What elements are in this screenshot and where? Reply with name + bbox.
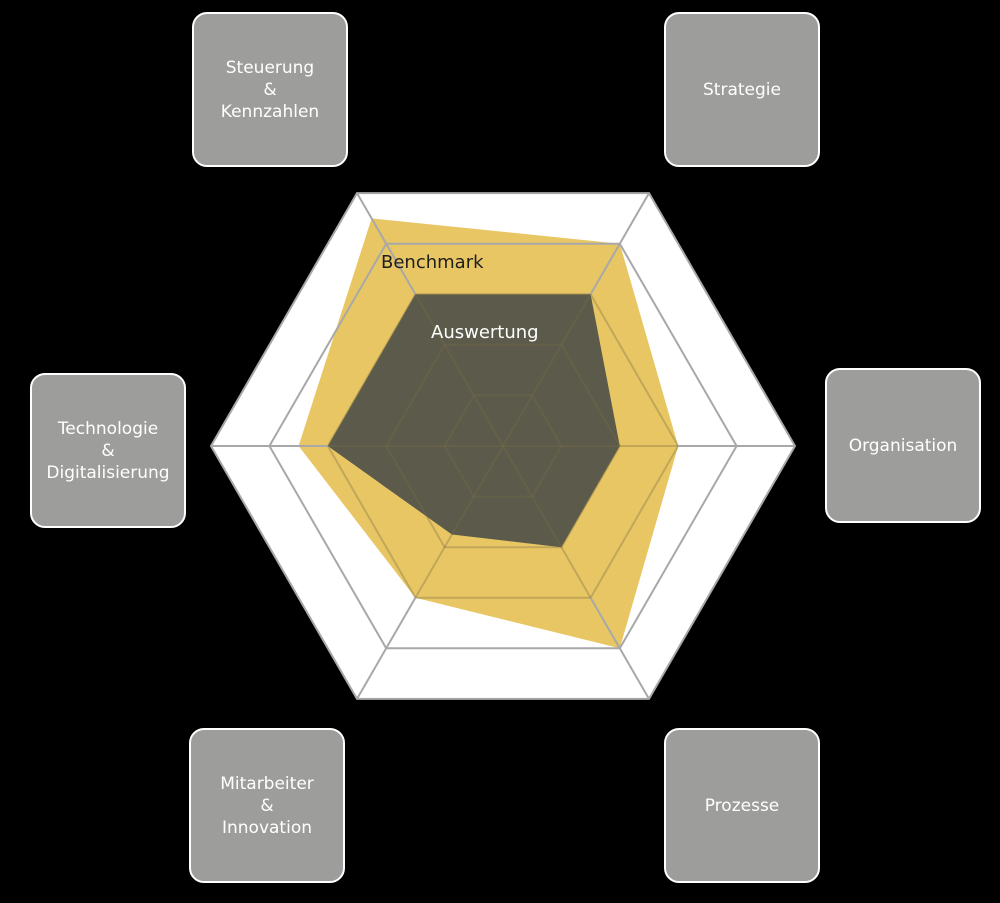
radar-spoke xyxy=(356,597,417,700)
axis-label-text: & xyxy=(263,79,277,100)
series-area-auswertung xyxy=(327,294,620,548)
axis-label-strategie[interactable]: Strategie xyxy=(664,12,820,167)
axis-label-text: Prozesse xyxy=(704,795,780,816)
benchmark-series-label: Benchmark xyxy=(381,252,484,273)
axis-label-prozesse[interactable]: Prozesse xyxy=(664,728,820,883)
radar-spoke xyxy=(589,192,650,295)
axis-label-text: Digitalisierung xyxy=(46,462,170,483)
radar-grid-lines xyxy=(209,192,797,700)
radar-ring xyxy=(385,343,621,549)
radar-spoke xyxy=(356,192,417,295)
axis-label-text: & xyxy=(260,795,274,816)
axis-label-organisation[interactable]: Organisation xyxy=(825,368,981,523)
axis-label-text: Mitarbeiter xyxy=(220,773,314,794)
axis-label-text: Kennzahlen xyxy=(220,101,320,122)
axis-label-text: & xyxy=(101,440,115,461)
axis-label-text: Strategie xyxy=(703,79,781,100)
axis-label-technologie-digitalisierung[interactable]: Technologie&Digitalisierung xyxy=(30,373,186,528)
axis-label-steuerung-kennzahlen[interactable]: Steuerung&Kennzahlen xyxy=(192,12,348,167)
radar-spoke xyxy=(414,445,504,599)
auswertung-series-label: Auswertung xyxy=(431,322,539,343)
axis-label-mitarbeiter-innovation[interactable]: Mitarbeiter&Innovation xyxy=(189,728,345,883)
axis-label-text: Technologie xyxy=(57,418,159,439)
radar-spoke xyxy=(414,293,504,447)
axis-label-text: Steuerung xyxy=(225,57,315,78)
radar-series xyxy=(298,218,679,649)
axis-label-text: Innovation xyxy=(221,817,312,838)
radar-ring xyxy=(443,394,563,498)
axis-label-text: Organisation xyxy=(848,435,958,456)
radar-spoke xyxy=(502,445,592,599)
radar-spoke xyxy=(502,293,592,447)
radar-spoke xyxy=(589,597,650,700)
